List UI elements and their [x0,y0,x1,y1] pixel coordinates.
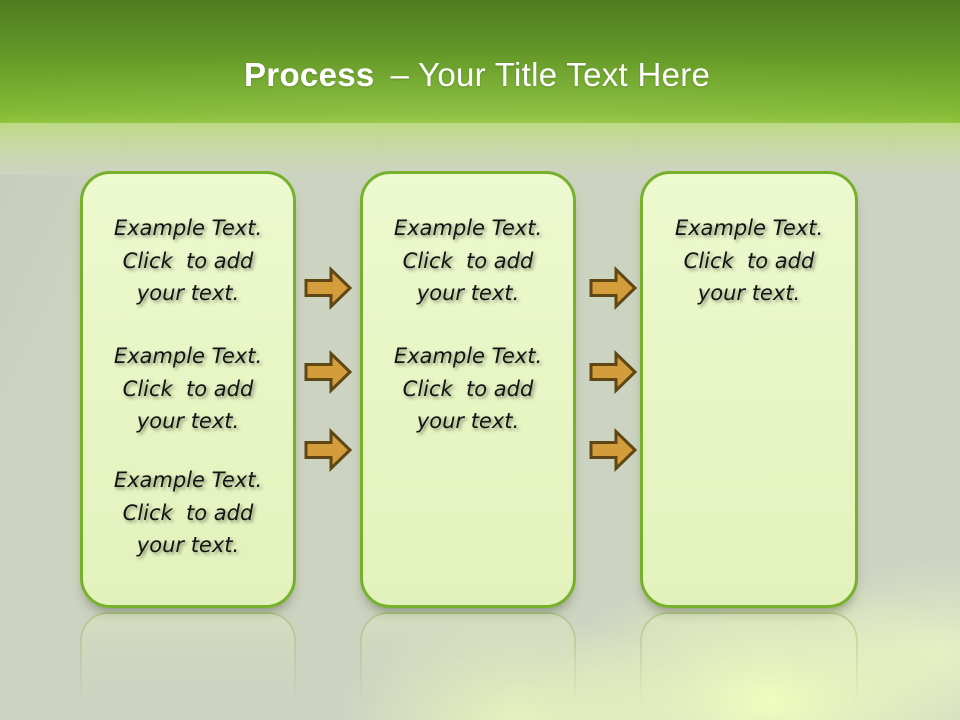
box-reflection [640,612,858,720]
process-box-1[interactable]: Example Text. Click to add your text. Ex… [80,171,296,608]
right-arrow-icon[interactable] [588,427,638,473]
title-band-fade [0,123,960,175]
example-text-block[interactable]: Example Text. Click to add your text. [113,344,263,433]
slide-title-keyword: Process [244,56,375,93]
right-arrow-icon[interactable] [588,265,638,311]
right-arrow-icon[interactable] [303,349,353,395]
title-band [0,0,960,123]
example-text-block[interactable]: Example Text. Click to add your text. [113,216,263,305]
box-reflection [360,612,576,720]
example-text-block[interactable]: Example Text. Click to add your text. [113,468,263,557]
process-box-3[interactable]: Example Text. Click to add your text. [640,171,858,608]
box-reflection [80,612,296,720]
slide-title-subtitle: – Your Title Text Here [390,56,711,93]
process-box-2[interactable]: Example Text. Click to add your text. Ex… [360,171,576,608]
slide-title[interactable]: Process – Your Title Text Here [244,56,710,94]
right-arrow-icon[interactable] [303,427,353,473]
example-text-block[interactable]: Example Text. Click to add your text. [674,216,824,305]
right-arrow-icon[interactable] [303,265,353,311]
example-text-block[interactable]: Example Text. Click to add your text. [393,344,543,433]
example-text-block[interactable]: Example Text. Click to add your text. [393,216,543,305]
right-arrow-icon[interactable] [588,349,638,395]
